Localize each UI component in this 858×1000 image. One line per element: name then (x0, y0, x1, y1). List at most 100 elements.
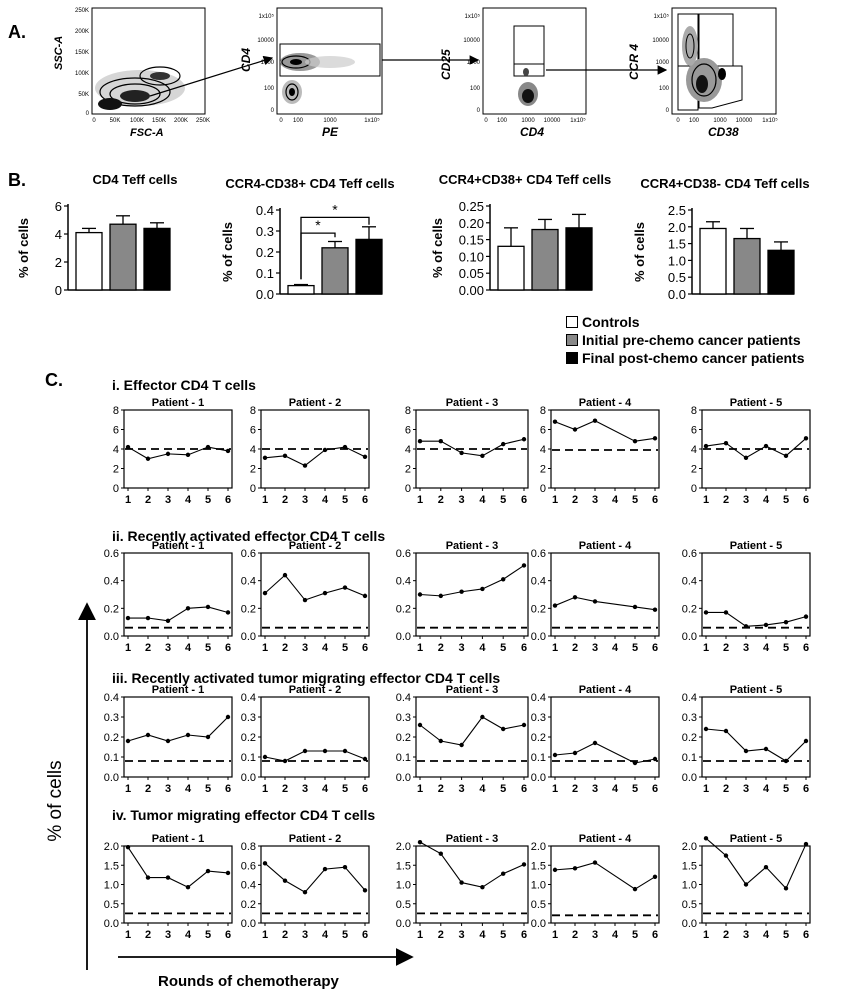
data-point (501, 441, 506, 447)
series-line (706, 611, 807, 627)
bar (355, 238, 383, 295)
y-tick-label: 0.8 (241, 841, 256, 853)
panel-label-a: A. (8, 22, 26, 42)
y-tick-label: 2.0 (396, 841, 411, 853)
y-tick-label: 0.4 (396, 576, 411, 588)
y-tick-label: 0.05 (459, 266, 484, 281)
y-tick-label: 0.3 (682, 712, 697, 724)
svg-text:0: 0 (484, 118, 488, 124)
patient-title: Patient - 5 (730, 540, 783, 552)
x-tick-label: 4 (612, 929, 619, 941)
y-tick-label: 6 (540, 425, 546, 437)
x-tick-label: 2 (282, 494, 288, 506)
plot-frame (123, 552, 233, 637)
x-tick-label: 2 (282, 783, 288, 795)
x-tick-label: 6 (803, 642, 809, 654)
y-tick-label: 0.4 (241, 692, 256, 704)
data-point (262, 861, 268, 866)
x-tick-label: 3 (743, 642, 749, 654)
x-tick-label: 2 (723, 783, 729, 795)
svg-text:200K: 200K (174, 118, 188, 124)
data-point (592, 418, 598, 423)
y-tick-label: 8 (113, 405, 119, 417)
data-point (652, 436, 658, 441)
y-tick-label: 0.4 (241, 880, 256, 892)
legend-swatch-gray (566, 334, 578, 346)
x-tick-label: 6 (521, 642, 527, 654)
y-tick-label: 0.3 (396, 712, 411, 724)
x-tick-label: 2 (145, 783, 151, 795)
y-tick-label: 4 (405, 444, 411, 456)
legend-item-initial: Initial pre-chemo cancer patients (566, 331, 805, 349)
x-tick-label: 3 (302, 494, 308, 506)
data-point (145, 615, 151, 621)
section-title-iii: iii. Recently activated tumor migrating … (112, 670, 501, 686)
y-tick-label: 1.5 (396, 860, 411, 872)
bar-chart-4: CCR4+CD38- CD4 Teff cells0.00.51.01.52.0… (632, 176, 810, 302)
data-point (302, 748, 308, 754)
data-point (185, 732, 191, 738)
data-point (205, 604, 211, 610)
plot-frame (260, 552, 370, 637)
data-point (362, 888, 368, 893)
x-tick-label: 2 (723, 642, 729, 654)
y-tick-label: 0.4 (531, 576, 546, 588)
bar (767, 249, 795, 295)
flow-plot-3-scatter (518, 68, 538, 106)
x-tick-label: 6 (225, 494, 231, 506)
x-tick-label: 1 (262, 642, 268, 654)
y-tick-label: 0.2 (396, 732, 411, 744)
data-point (480, 714, 485, 720)
data-point (552, 603, 558, 608)
y-tick-label: 0.1 (396, 752, 411, 764)
data-point (459, 880, 464, 885)
y-tick-label: 1.5 (668, 237, 686, 252)
patient-title: Patient - 1 (152, 397, 205, 409)
section-title-ii: ii. Recently activated effector CD4 T ce… (112, 528, 386, 544)
data-point (165, 738, 171, 744)
data-point (783, 886, 789, 891)
svg-text:100: 100 (264, 86, 275, 92)
flow-plot-4: CCR 4 CD38 1x10⁵ 10000 1000 100 0 0 100 … (627, 7, 778, 139)
x-tick-label: 3 (302, 642, 308, 654)
bar-chart-title: CCR4-CD38+ CD4 Teff cells (225, 176, 394, 191)
data-point (803, 841, 809, 847)
y-tick-label: 0.2 (241, 899, 256, 911)
x-tick-label: 2 (145, 642, 151, 654)
bar (733, 237, 761, 295)
x-tick-label: 1 (125, 783, 131, 795)
y-tick-label: 1.5 (104, 860, 119, 872)
data-point (632, 439, 638, 444)
data-point (632, 886, 638, 892)
x-tick-label: 6 (652, 929, 658, 941)
y-tick-label: 0.4 (256, 203, 274, 218)
svg-text:1x10⁵: 1x10⁵ (364, 117, 380, 124)
data-point (572, 595, 578, 600)
svg-text:1000: 1000 (656, 60, 670, 66)
data-point (552, 867, 558, 873)
data-point (225, 610, 231, 615)
data-point (302, 463, 308, 468)
data-point (417, 592, 423, 597)
data-point (282, 453, 288, 459)
x-tick-label: 1 (417, 783, 423, 795)
data-point (145, 732, 151, 738)
section-title-iv: iv. Tumor migrating effector CD4 T cells (112, 807, 376, 823)
data-point (572, 427, 578, 432)
y-tick-label: 0.4 (241, 576, 256, 588)
data-point (342, 585, 348, 590)
x-tick-label: 1 (262, 929, 268, 941)
x-tick-label: 5 (500, 494, 506, 506)
x-tick-label: 6 (225, 929, 231, 941)
y-tick-label: 0.3 (531, 712, 546, 724)
x-tick-label: 1 (417, 642, 423, 654)
data-point (205, 444, 211, 450)
